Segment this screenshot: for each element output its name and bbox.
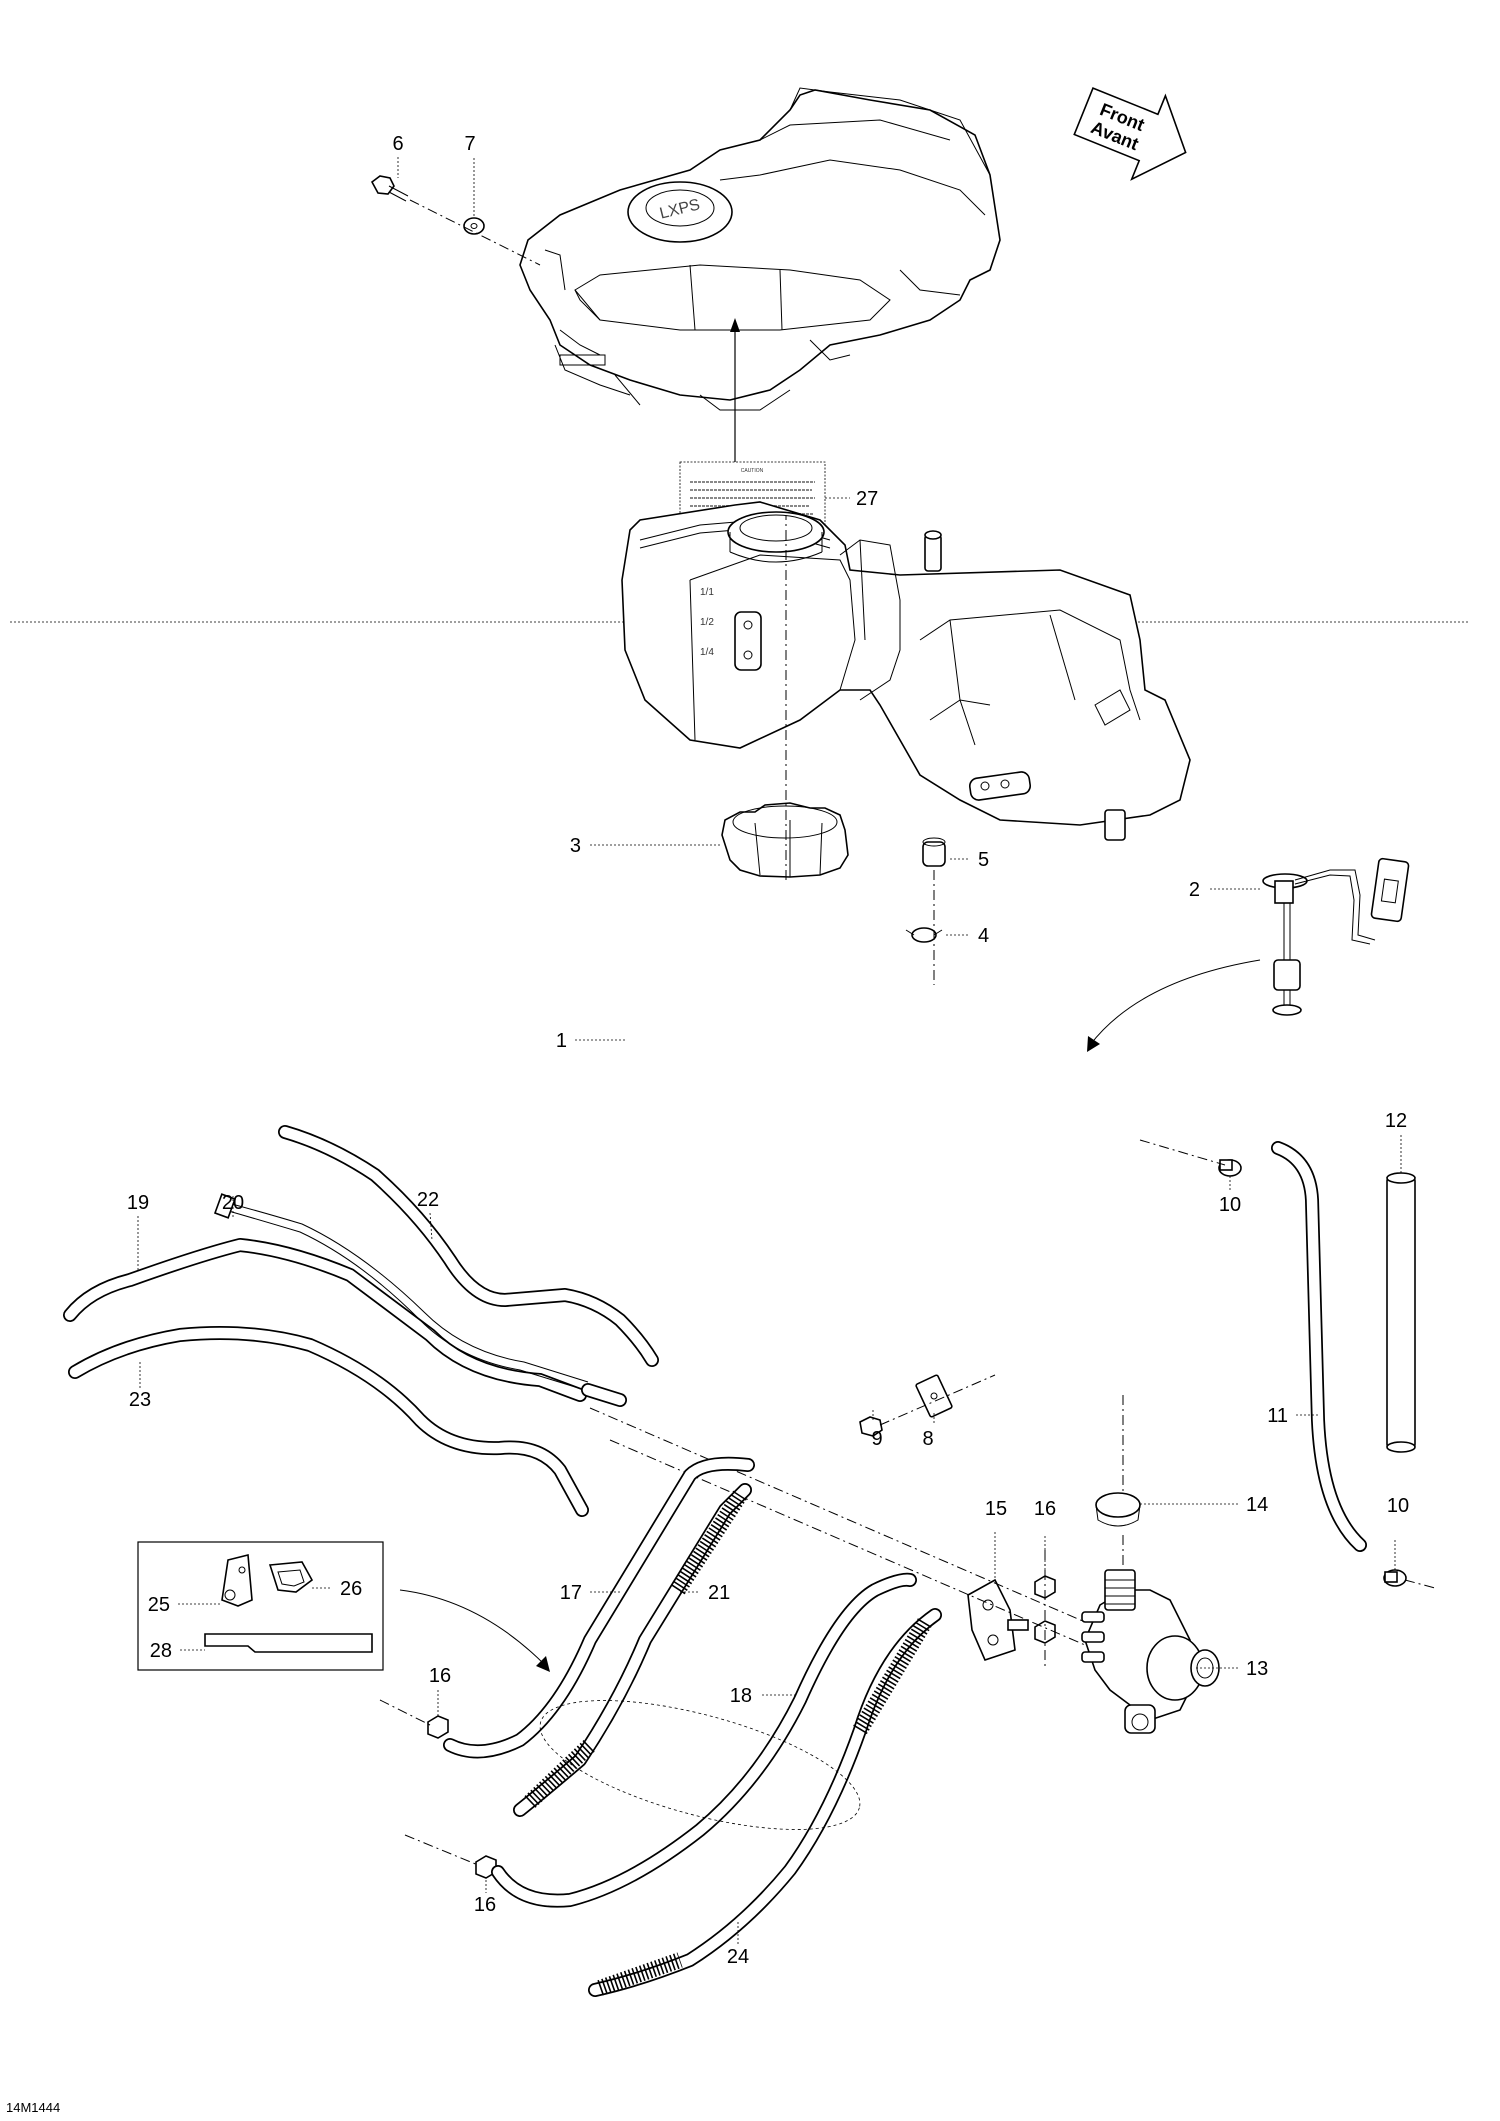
callout-p9: 9 [871, 1428, 882, 1450]
hose-24 [588, 1608, 942, 1997]
callout-p3: 3 [570, 835, 581, 857]
callout-p10b: 10 [1387, 1495, 1409, 1517]
washer-7 [463, 217, 485, 235]
chassis-assembly: LXPS [519, 87, 1001, 462]
callout-p25: 25 [148, 1594, 170, 1616]
callout-p28: 28 [150, 1640, 172, 1662]
callout-p1: 1 [556, 1030, 567, 1052]
callout-p16c: 16 [474, 1894, 496, 1916]
hose-19 [63, 1238, 587, 1402]
hose-17 [443, 1456, 755, 1759]
clamp-4 [905, 927, 943, 943]
clamp-10-upper [1218, 1159, 1242, 1177]
callout-p6: 6 [392, 133, 403, 155]
filler-cap-3 [721, 802, 849, 878]
callout-p23: 23 [129, 1389, 151, 1411]
pump-bracket-15 [967, 1578, 1029, 1661]
front-direction-arrow: Front Avant [1073, 87, 1187, 181]
hose-22 [278, 1125, 659, 1367]
svg-text:1/4: 1/4 [700, 647, 714, 658]
callout-p22: 22 [417, 1189, 439, 1211]
leader-lines [137, 157, 1402, 1945]
oil-level-sensor-2 [1262, 857, 1410, 1016]
caution-label-heading: CAUTION [741, 468, 764, 474]
oil-tank-1: 1/1 1/2 1/4 [621, 501, 1191, 841]
cap-5 [922, 837, 946, 867]
oil-pump-13 [1081, 1569, 1220, 1734]
callout-p24: 24 [727, 1946, 749, 1968]
hose-23 [68, 1326, 589, 1517]
clamp-14 [1095, 1492, 1141, 1527]
hose-21-outline [581, 1383, 627, 1407]
callout-p11: 11 [1267, 1405, 1288, 1427]
part-callouts: 1 2 3 4 5 6 7 8 9 10 10 11 12 13 14 15 1… [127, 133, 1409, 1968]
callout-p19: 19 [127, 1192, 149, 1214]
callout-p14: 14 [1246, 1494, 1268, 1516]
hose-20 [213, 1193, 589, 1391]
callout-p4: 4 [978, 925, 989, 947]
callout-p27: 27 [856, 488, 878, 510]
bracket-8 [915, 1374, 953, 1418]
callout-p16b: 16 [429, 1665, 451, 1687]
callout-p20: 20 [222, 1192, 244, 1214]
nut-16-left [427, 1715, 449, 1739]
callout-p16a: 16 [1034, 1498, 1056, 1520]
callout-p13: 13 [1246, 1658, 1268, 1680]
callout-p7: 7 [464, 133, 475, 155]
clamp-10-lower [1383, 1569, 1407, 1587]
svg-text:1/1: 1/1 [700, 587, 714, 598]
callout-p18: 18 [730, 1685, 752, 1707]
screw-9 [859, 1416, 883, 1437]
svg-text:1/2: 1/2 [700, 617, 714, 628]
protective-sleeve-12 [1386, 1172, 1416, 1453]
callout-p26: 26 [340, 1578, 362, 1600]
bolt-6 [370, 175, 409, 202]
hose-18 [491, 1572, 917, 1908]
callout-p15: 15 [985, 1498, 1007, 1520]
clip-kit-box [137, 1541, 384, 1671]
callout-p10a: 10 [1219, 1194, 1241, 1216]
callout-p8: 8 [922, 1428, 933, 1450]
hose-21 [513, 1483, 752, 1817]
hose-11 [1271, 1141, 1367, 1552]
callout-p2: 2 [1189, 879, 1200, 901]
diagram-code: 14M1444 [6, 2100, 60, 2115]
callout-p21: 21 [708, 1582, 730, 1604]
callout-p5: 5 [978, 849, 989, 871]
callout-p17: 17 [560, 1582, 582, 1604]
callout-p12: 12 [1385, 1110, 1407, 1132]
